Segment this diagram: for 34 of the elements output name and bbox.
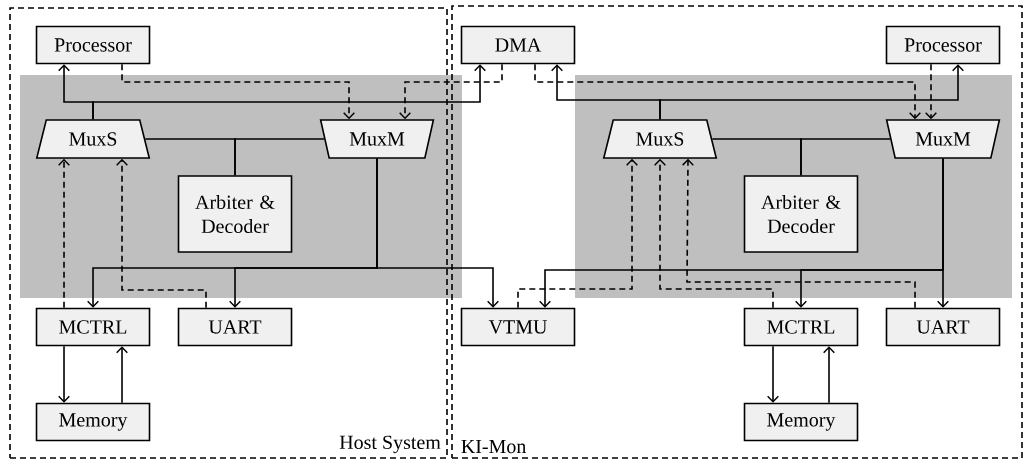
component-box: Processor [35, 25, 151, 65]
component-box: Memory [743, 402, 859, 442]
component-box: UART [177, 307, 293, 347]
arrow [534, 63, 922, 120]
component-box: UART [885, 307, 1001, 347]
component-box: VTMU [460, 307, 576, 347]
component-box: MCTRL [35, 307, 151, 347]
arrow [92, 64, 487, 120]
arrow [121, 63, 356, 120]
arrow [398, 63, 503, 120]
multiplexer-trapezoid: MuxM [319, 119, 435, 159]
arrow [115, 346, 129, 404]
component-box: MCTRL [743, 307, 859, 347]
arrow [57, 345, 71, 403]
arrow [681, 158, 916, 309]
connector-line [800, 138, 891, 176]
arrow [517, 158, 639, 309]
multiplexer-trapezoid: MuxM [885, 119, 1001, 159]
component-box: Memory [35, 402, 151, 442]
component-box: Arbiter & Decoder [177, 175, 293, 253]
arrow [659, 64, 965, 120]
component-box: DMA [460, 25, 576, 65]
arrow [57, 158, 71, 309]
arrow [924, 63, 938, 120]
multiplexer-trapezoid: MuxS [602, 119, 718, 159]
component-box: Processor [885, 25, 1001, 65]
arrow [115, 158, 207, 309]
arrow [936, 158, 950, 308]
component-box: Arbiter & Decoder [743, 175, 859, 253]
connector-line [234, 138, 325, 176]
arrow [653, 158, 774, 309]
arrow [822, 346, 836, 404]
arrow [376, 158, 500, 308]
arrow [766, 345, 780, 403]
